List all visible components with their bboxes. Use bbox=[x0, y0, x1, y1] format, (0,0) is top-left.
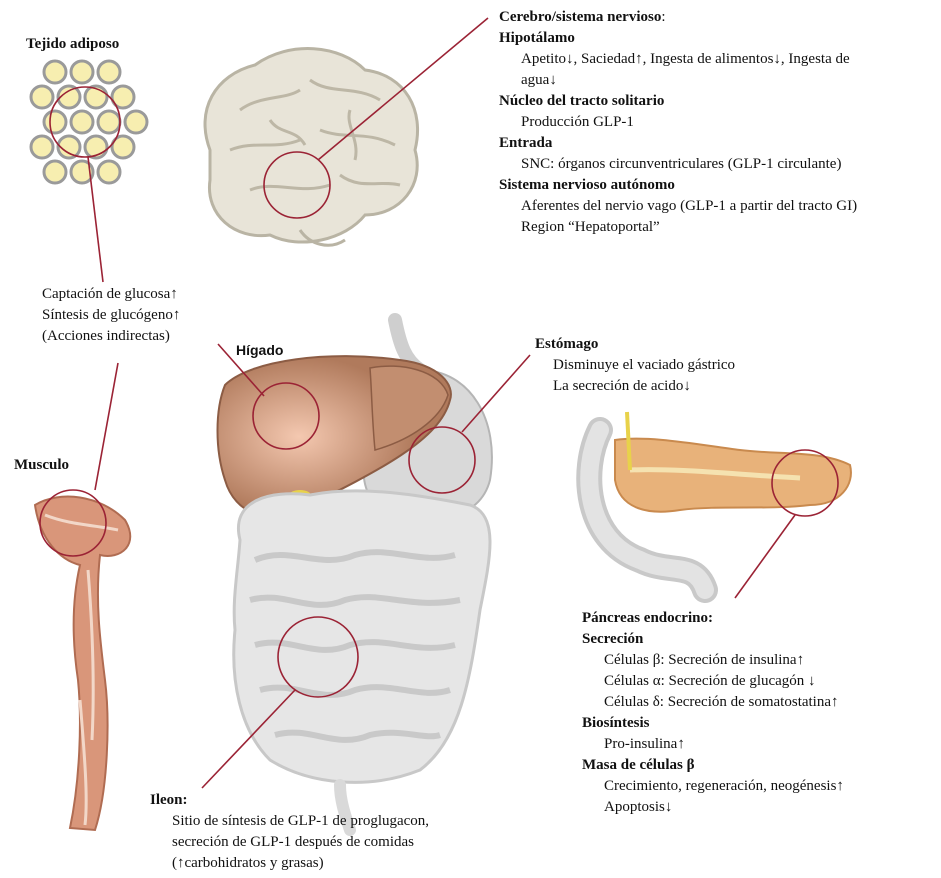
brain-block: Cerebro/sistema nervioso: Hipotálamo Ape… bbox=[499, 7, 857, 238]
mass-line1: Crecimiento, regeneración, neogénesis↑ bbox=[582, 776, 844, 797]
stomach-title: Estómago bbox=[535, 334, 735, 355]
mass-line2: Apoptosis↓ bbox=[582, 797, 844, 818]
mass-title: Masa de células β bbox=[582, 755, 844, 776]
pancreas-illustration bbox=[589, 412, 851, 590]
entry-title: Entrada bbox=[499, 133, 857, 154]
brain-illustration bbox=[205, 49, 418, 246]
adipose-title: Tejido adiposo bbox=[26, 34, 119, 55]
pancreas-callout-line bbox=[735, 515, 795, 598]
intestines-illustration bbox=[234, 491, 490, 830]
stomach-block: Estómago Disminuye el vaciado gástrico L… bbox=[535, 334, 735, 397]
adipose-title-text: Tejido adiposo bbox=[26, 36, 119, 52]
peripheral-block: Captación de glucosa↑ Síntesis de glucóg… bbox=[42, 284, 180, 347]
muscle-callout-line bbox=[95, 363, 118, 490]
peripheral-line3: (Acciones indirectas) bbox=[42, 326, 180, 347]
pancreas-block: Páncreas endocrino: Secreción Células β:… bbox=[582, 608, 844, 818]
secretion-line1: Células β: Secreción de insulina↑ bbox=[582, 650, 844, 671]
nts-line1: Producción GLP-1 bbox=[499, 112, 857, 133]
secretion-line2: Células α: Secreción de glucagón ↓ bbox=[582, 671, 844, 692]
ans-title: Sistema nervioso autónomo bbox=[499, 175, 857, 196]
muscle-title-wrap: Musculo bbox=[14, 455, 69, 476]
hypothalamus-line1: Apetito↓, Saciedad↑, Ingesta de alimento… bbox=[499, 49, 857, 70]
secretion-line3: Células δ: Secreción de somatostatina↑ bbox=[582, 692, 844, 713]
ileum-line2: secreción de GLP-1 después de comidas bbox=[150, 832, 429, 853]
hypothalamus-line2: agua↓ bbox=[499, 70, 857, 91]
brain-title: Cerebro/sistema nervioso bbox=[499, 9, 661, 25]
entry-line1: SNC: órganos circunventriculares (GLP-1 … bbox=[499, 154, 857, 175]
ileum-line1: Sitio de síntesis de GLP-1 de proglugaco… bbox=[150, 811, 429, 832]
ileum-line3: (↑carbohidratos y grasas) bbox=[150, 853, 429, 874]
hypothalamus-title: Hipotálamo bbox=[499, 28, 857, 49]
ans-line1: Aferentes del nervio vago (GLP-1 a parti… bbox=[499, 196, 857, 217]
secretion-title: Secreción bbox=[582, 629, 844, 650]
liver-title: Hígado bbox=[236, 340, 283, 361]
ileum-block: Ileon: Sitio de síntesis de GLP-1 de pro… bbox=[150, 790, 429, 874]
ans-line2: Region “Hepatoportal” bbox=[499, 217, 857, 238]
stomach-line2: La secreción de acido↓ bbox=[535, 376, 735, 397]
nts-title: Núcleo del tracto solitario bbox=[499, 91, 857, 112]
ileum-title: Ileon: bbox=[150, 790, 429, 811]
biosynthesis-line1: Pro-insulina↑ bbox=[582, 734, 844, 755]
muscle-title: Musculo bbox=[14, 457, 69, 473]
pancreas-title: Páncreas endocrino: bbox=[582, 608, 844, 629]
peripheral-line1: Captación de glucosa↑ bbox=[42, 284, 180, 305]
brain-title-suffix: : bbox=[661, 9, 665, 25]
peripheral-line2: Síntesis de glucógeno↑ bbox=[42, 305, 180, 326]
biosynthesis-title: Biosíntesis bbox=[582, 713, 844, 734]
stomach-line1: Disminuye el vaciado gástrico bbox=[535, 355, 735, 376]
